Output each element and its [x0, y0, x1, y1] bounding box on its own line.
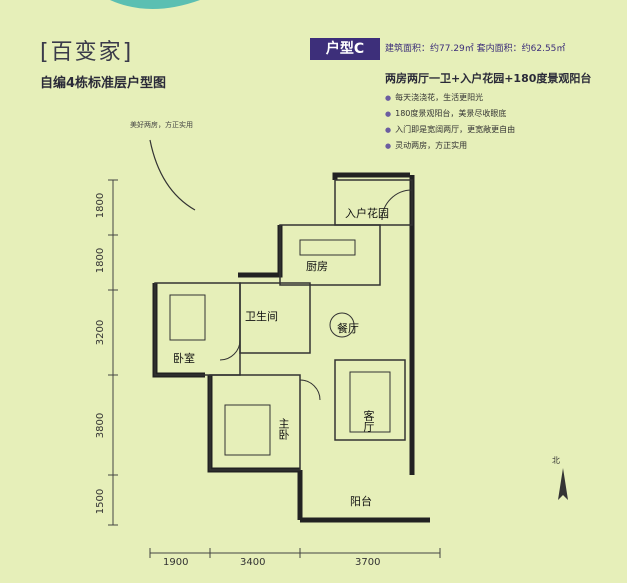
dimension-label: 3200 — [95, 319, 107, 346]
unit-headline: 两房两厅一卫+入户花园+180度景观阳台 — [385, 72, 592, 85]
room-label-kitchen: 厨房 — [306, 260, 328, 273]
area-info: 建筑面积：约77.29㎡ 套内面积：约62.55㎡ — [385, 44, 566, 54]
room-label-bathroom: 卫生间 — [245, 310, 278, 323]
room-label-entry-garden: 入户花园 — [345, 207, 389, 220]
feature-item: 入门即是宽阔两厅，更宽敞更自由 — [385, 122, 515, 138]
feature-list: 每天浇浇花，生活更阳光 180度景观阳台，美景尽收眼底 入门即是宽阔两厅，更宽敞… — [385, 90, 515, 154]
dimension-lines — [108, 179, 441, 558]
room-label-dining: 餐厅 — [337, 322, 359, 335]
door-arcs — [219, 189, 413, 401]
furniture — [169, 239, 391, 456]
page-title: [百变家] — [40, 40, 134, 65]
room-label-bedroom: 卧室 — [173, 352, 195, 365]
room-label-balcony: 阳台 — [350, 495, 372, 508]
feature-item: 每天浇浇花，生活更阳光 — [385, 90, 515, 106]
dimension-label: 3700 — [355, 557, 381, 568]
north-arrow-icon — [558, 468, 568, 500]
handwritten-note: 美好两房，方正实用 — [130, 121, 193, 129]
dimension-label: 3800 — [95, 412, 107, 439]
dimension-label: 3400 — [240, 557, 266, 568]
floor-plan-subtitle: 自编4栋标准层户型图 — [40, 76, 167, 91]
decorative-shape — [110, 0, 200, 9]
dimension-label: 1800 — [95, 247, 107, 274]
unit-type-badge: 户型C — [310, 38, 380, 60]
room-label-living: 客厅 — [362, 410, 375, 432]
dimension-label: 1900 — [163, 557, 189, 568]
interior-walls — [154, 179, 413, 471]
feature-item: 180度景观阳台，美景尽收眼底 — [385, 106, 515, 122]
dimension-label: 1800 — [95, 192, 107, 219]
feature-item: 灵动两房，方正实用 — [385, 138, 515, 154]
walls — [152, 172, 430, 523]
dimension-label: 1500 — [95, 488, 107, 515]
north-label: 北 — [552, 456, 560, 465]
room-label-master-bedroom: 主卧 — [277, 418, 290, 440]
pointer-arrow-icon — [149, 139, 196, 211]
